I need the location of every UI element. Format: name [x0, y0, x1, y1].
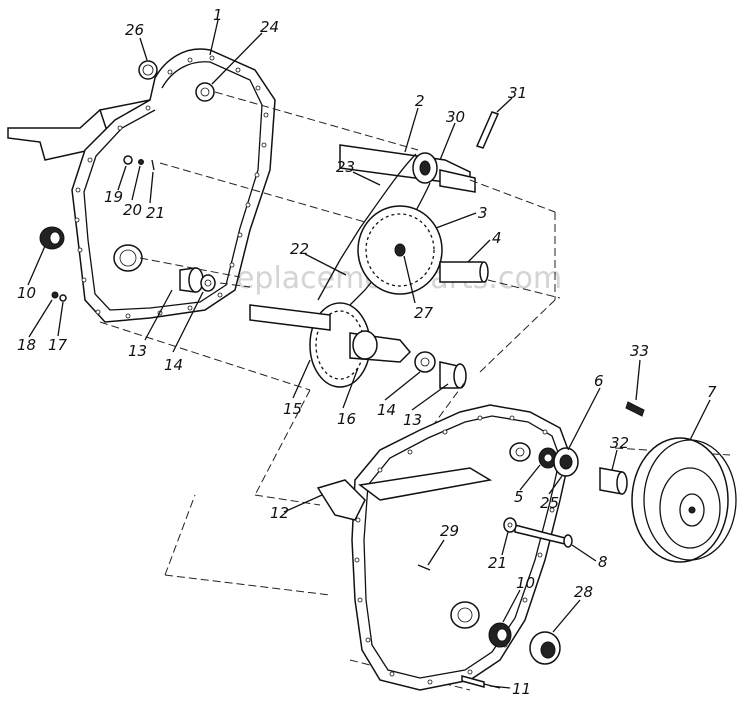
- label-22: 22: [290, 240, 309, 258]
- part-7-pulley: [631, 437, 737, 563]
- label-25: 25: [540, 494, 559, 512]
- part-32-spacer: [599, 467, 628, 495]
- label-18: 18: [17, 336, 36, 354]
- part-3-large-sprocket: [357, 205, 443, 295]
- alignment-lines: [99, 91, 731, 691]
- label-32: 32: [610, 434, 629, 452]
- part-28-seal: [529, 631, 561, 665]
- case-flange-holes: [74, 55, 269, 319]
- chain-case-right-half: [316, 404, 571, 691]
- part-21-washer-right: [503, 517, 517, 533]
- label-24: 24: [260, 18, 279, 36]
- part-10-bearing-left: [39, 226, 65, 250]
- label-12: 12: [270, 504, 289, 522]
- label-23: 23: [336, 158, 355, 176]
- label-4: 4: [492, 229, 502, 247]
- label-10b: 10: [516, 574, 535, 592]
- chain-case-left-half: [7, 48, 276, 323]
- part-10-bearing-right: [488, 622, 512, 648]
- label-20: 20: [123, 201, 142, 219]
- label-11: 11: [512, 680, 531, 698]
- label-6: 6: [594, 372, 604, 390]
- label-26: 26: [125, 21, 144, 39]
- label-30: 30: [446, 108, 465, 126]
- label-14a: 14: [164, 356, 183, 374]
- label-2: 2: [415, 92, 425, 110]
- label-14b: 14: [377, 401, 396, 419]
- label-5: 5: [514, 488, 524, 506]
- label-19: 19: [104, 188, 123, 206]
- label-15: 15: [283, 400, 302, 418]
- part-29-screw: [417, 564, 431, 571]
- label-31: 31: [508, 84, 527, 102]
- part-4-shaft: [439, 261, 489, 283]
- label-10a: 10: [17, 284, 36, 302]
- label-13a: 13: [128, 342, 147, 360]
- label-28: 28: [574, 583, 593, 601]
- label-13b: 13: [403, 411, 422, 429]
- part-19-20-21-hardware: [123, 155, 155, 171]
- label-27: 27: [414, 304, 434, 322]
- label-3: 3: [478, 204, 488, 222]
- label-21b: 21: [488, 554, 507, 572]
- part-5-25-6-hub: [538, 447, 579, 477]
- part-16-lower-sprocket: [249, 302, 412, 388]
- leader-lines: [27, 19, 711, 689]
- label-16: 16: [337, 410, 356, 428]
- label-7: 7: [707, 383, 717, 401]
- part-labels: 26 1 24 2 31 30 23 3 4 19 20 21 22 27 10…: [17, 6, 717, 698]
- part-33-screw: [625, 401, 645, 417]
- part-2-upper-shaft: [339, 144, 476, 193]
- label-29: 29: [440, 522, 459, 540]
- label-33: 33: [630, 342, 649, 360]
- part-26-bushing: [138, 60, 158, 80]
- label-17: 17: [48, 336, 68, 354]
- part-18-17-hardware: [51, 291, 67, 302]
- label-21a: 21: [146, 204, 165, 222]
- label-8: 8: [598, 553, 608, 571]
- part-31-pin: [475, 111, 500, 149]
- part-14-13-bearings-center: [414, 351, 467, 389]
- label-1: 1: [213, 6, 223, 24]
